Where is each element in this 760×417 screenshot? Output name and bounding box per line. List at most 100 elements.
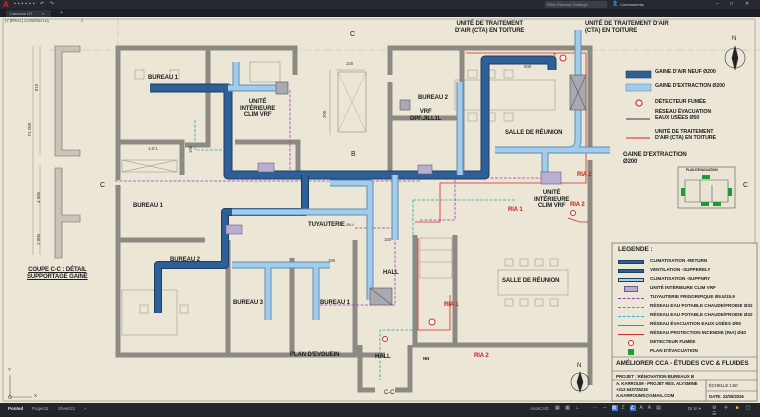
dimension-lines <box>32 46 364 255</box>
dimension-text: 190 <box>328 258 336 263</box>
add-layout-button[interactable]: + <box>84 406 87 411</box>
unit-label: UNITÉ INTÉRIEURE CLIM VRF <box>534 190 570 210</box>
layout-tab-model[interactable]: Ponted <box>8 406 24 411</box>
ria-label: RIA 2 <box>577 172 592 178</box>
section-mark: C <box>743 182 748 189</box>
close-button[interactable]: ✕ <box>745 1 750 7</box>
legend-title: LEGENDE : <box>618 246 653 253</box>
file-tab-bar: Canecon GT × + <box>0 9 760 17</box>
extraction-callout: GAINE D'EXTRACTION Ø200 <box>623 152 687 165</box>
legend-swatch-duct <box>618 260 644 264</box>
section-mark: C <box>100 182 105 189</box>
dimension-text: 2 000 <box>35 234 41 245</box>
room-label: BUREAU 1 <box>320 300 350 306</box>
legend: LEGENDE : CLIMATISATION -RETURN VENTILATI… <box>612 243 757 401</box>
user-icon[interactable]: 👤 <box>612 1 619 7</box>
layout-tab[interactable]: Sheet13 <box>58 406 75 411</box>
legend-label: VENTILATION -SUPPERELY <box>650 267 711 272</box>
drawing-canvas[interactable]: (Y [PROJ.] COSERAYI U) BUREAU 1 UNITÉ IN… <box>0 17 760 403</box>
ria-label: RIA 2 <box>474 353 489 359</box>
dimension-text: 1.9:1 <box>148 146 158 151</box>
vrf-label: VRF DPF.JILL1L <box>410 109 442 122</box>
room-label: BUREAU 2 <box>418 95 448 101</box>
room-label: SALLE DE RÉUNION <box>505 130 563 136</box>
close-tab-icon[interactable]: × <box>41 11 45 16</box>
ahu-callout: UNITÉ DE TRAITEMENT D'AIR (CTA) EN TOITU… <box>455 21 525 34</box>
file-tab[interactable]: Canecon GT × <box>6 10 51 17</box>
section-mark: B <box>351 151 356 158</box>
title-block-author: A. KARROUM - PROJET RES. ALYSMINE <box>616 381 698 386</box>
sheet-border <box>2 18 756 402</box>
legend-swatch-line <box>618 325 644 326</box>
ahu-callout: UNITÉ DE TRAITEMENT D'AIR (CTA) EN TOITU… <box>585 21 669 34</box>
title-block-main: AMÉLIORER CCA - ÉTUDES CVC & FLUIDES <box>616 360 749 367</box>
project-header: (Y [PROJ.] COSERAYI U) <box>5 18 49 23</box>
legend-label: TUYAUTERIE FRIGORIFIQUE Ø9.5/15.9 <box>650 294 735 299</box>
room-label: BUREAU 3 <box>233 300 263 306</box>
top-legend-item: GAINE D'EXTRACTION Ø200 <box>655 83 725 89</box>
legend-swatch-unit <box>624 286 638 292</box>
room-label: HALL <box>375 354 391 360</box>
top-legend-item: UNITÉ DE TRAITEMENT D'AIR (CTA) EN TOITU… <box>655 129 716 141</box>
room-label: NN <box>423 356 430 361</box>
detector-tag: 2 <box>553 53 556 59</box>
new-tab-button[interactable]: + <box>60 10 63 16</box>
evacuation-plan-thumbnail <box>677 166 736 209</box>
app-label: AutoCAD <box>530 406 549 411</box>
status-toggle-icons[interactable]: ▦ ▦ ∟ · ⋯ ─ ⊠ Z ∠ A A ▤ <box>555 405 663 411</box>
search-input[interactable]: Filter Remove Settings <box>545 1 607 8</box>
dimension-text: 190 <box>188 145 194 154</box>
compass-icon <box>570 45 746 394</box>
compass-north: N <box>732 36 737 42</box>
title-block-date: DATE: 22/05/2026 <box>709 394 744 399</box>
piping-label: TUYAUTERIE Ø9.4 <box>308 222 354 229</box>
room-label: BUREAU 2 <box>170 257 200 263</box>
ria-label: RIA 1 <box>444 302 459 308</box>
top-legend-swatches <box>625 70 652 139</box>
section-detail-title: COUPE C-C : DÉTAIL SUPPORTAGE GAINE <box>27 267 88 280</box>
shaft-detail <box>337 71 367 133</box>
smoke-detector-icons <box>382 54 576 342</box>
piping-text: TUYAUTERIE <box>308 222 345 228</box>
layout-tab[interactable]: Pogect2 <box>32 406 49 411</box>
settings-icons[interactable]: ⚙ ✛ ■ ▢ ☰ <box>712 405 754 417</box>
water-pipe <box>194 120 222 151</box>
ria-label: RIA 1 <box>508 207 523 213</box>
unit-label: UNITÉ INTÉRIEURE CLIM VRF <box>240 99 276 119</box>
title-block-scale: ÉCHELLE 1:50 <box>709 383 738 388</box>
evacuation-plan-title: PLAN D'ÉVACUATION <box>686 168 718 172</box>
title-block-project: PROJET : RÉNOVATION BUREAUX B <box>616 374 695 379</box>
legend-swatch-duct <box>618 269 644 273</box>
annotation-label: PLAN D'EVGUEIN <box>290 352 340 358</box>
legend-label: RÉSEAU ÉVACUATION EAUX USÉES Ø50 <box>650 321 741 326</box>
vrf-units <box>225 162 562 235</box>
app-logo-icon[interactable]: A <box>3 0 9 9</box>
units-dropdown[interactable]: Dr.m ▾ <box>688 406 702 411</box>
axis-y: Y <box>8 367 11 372</box>
walls <box>115 45 593 393</box>
user-menu[interactable]: Communents <box>620 2 644 7</box>
legend-label: DETECTEUR FUMÉE <box>650 339 696 344</box>
ahu-units <box>275 74 587 306</box>
legend-label: PLAN D'ÉVACUATION <box>650 348 698 353</box>
legend-label: CLIMATISATION -RETURN <box>650 258 708 263</box>
section-mark: C <box>350 31 355 38</box>
legend-swatch-dash <box>618 307 644 308</box>
room-label: BUREAU 1 <box>133 203 163 209</box>
room-label: BUREAU 1 <box>148 75 178 81</box>
room-label: HALL <box>383 270 399 276</box>
legend-label: UNITÉ INTÉRIEURE CLIM VRF <box>650 285 716 290</box>
legend-swatch-dash <box>618 298 644 299</box>
legend-label: CLIMATISATION -SUPPNRY <box>650 276 711 281</box>
extraction-ducts <box>228 30 610 320</box>
legend-swatch-duct <box>618 278 644 282</box>
maximize-button[interactable]: □ <box>730 1 734 7</box>
dimension-text: 500 <box>524 64 532 69</box>
quick-access-toolbar[interactable]: ▪▪▪▪▪▪ ↶ ↷ <box>14 1 56 7</box>
file-tab-label: Canecon GT <box>10 11 33 16</box>
legend-swatch-line <box>618 334 644 335</box>
title-block-email: A.KARROUMS@GMAIL.COM <box>616 393 675 398</box>
minimize-button[interactable]: – <box>716 1 719 7</box>
ucs-icon <box>8 375 32 399</box>
dimension-text: 100 <box>346 61 354 66</box>
